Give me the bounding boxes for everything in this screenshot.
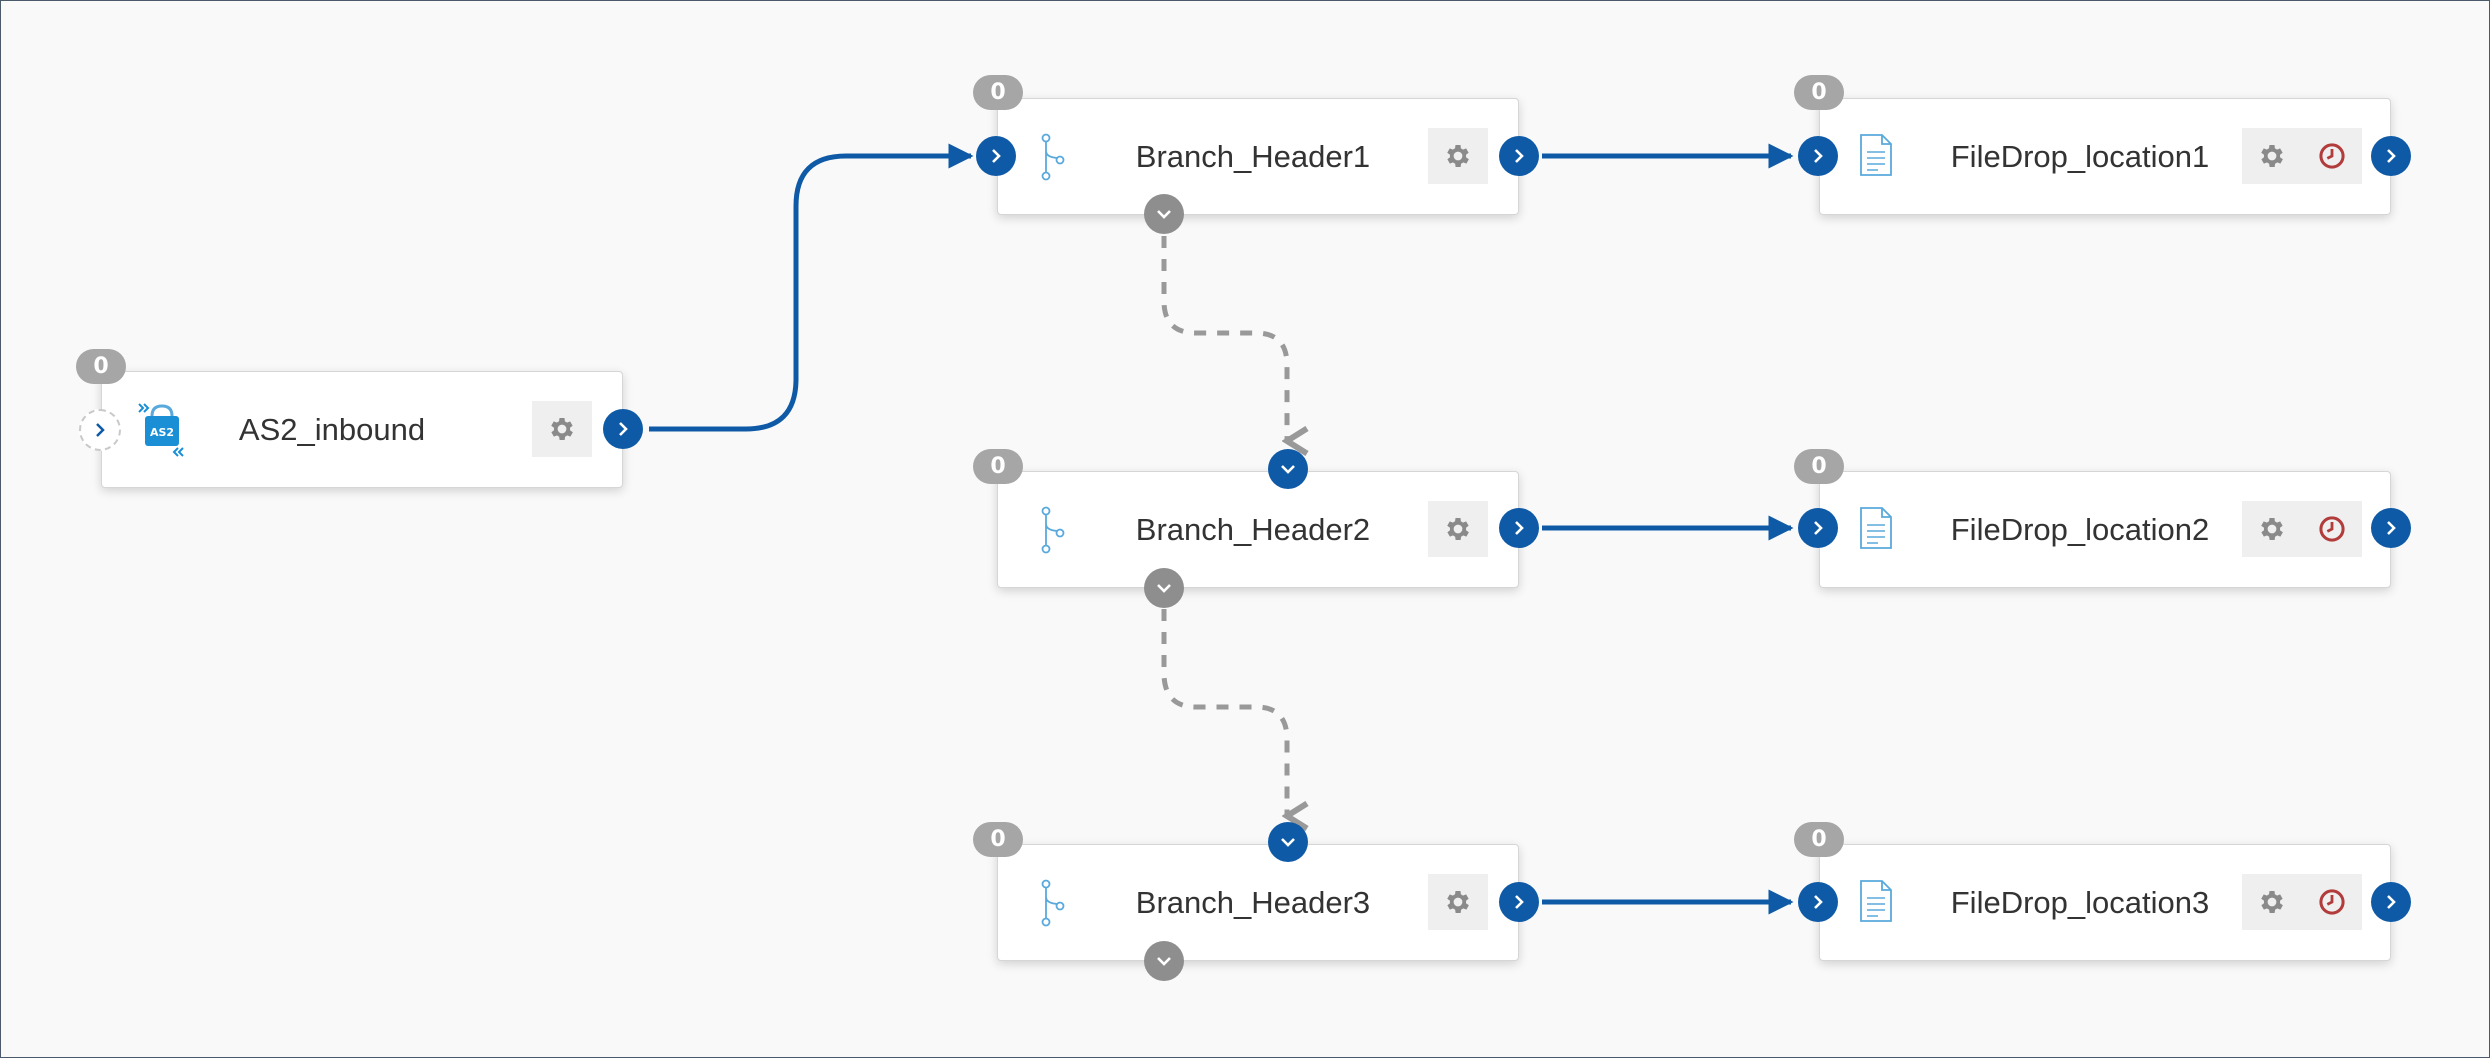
chevron-down-icon: [1157, 210, 1171, 219]
node-as2-inbound[interactable]: AS2 AS2_inbound: [101, 371, 623, 488]
settings-button[interactable]: [1428, 128, 1488, 184]
dashed-branch2-to-branch3: [1161, 609, 1287, 816]
chevron-right-icon: [619, 422, 628, 436]
branch-icon: [1038, 133, 1068, 181]
clock-icon: [2319, 889, 2345, 915]
chevron-right-icon: [2387, 149, 2396, 163]
gear-icon: [2261, 145, 2283, 167]
as2-lock-icon: AS2: [137, 400, 187, 458]
input-port[interactable]: [976, 136, 1016, 176]
output-port[interactable]: [2371, 882, 2411, 922]
node-filedrop-location2[interactable]: FileDrop_location2: [1819, 471, 2391, 588]
clock-icon: [2319, 143, 2345, 169]
chevron-right-icon: [2387, 521, 2396, 535]
chevron-right-icon: [1814, 521, 1823, 535]
chevron-right-icon: [96, 423, 105, 437]
file-icon: [1858, 879, 1894, 923]
expand-toggle[interactable]: [1144, 568, 1184, 608]
input-port[interactable]: [1798, 508, 1838, 548]
schedule-button[interactable]: [2302, 874, 2362, 930]
chevron-down-icon: [1157, 584, 1171, 593]
gear-icon: [2261, 891, 2283, 913]
message-count-badge: 0: [76, 349, 126, 384]
node-label: FileDrop_location1: [1950, 138, 2210, 174]
message-count-badge: 0: [973, 449, 1023, 484]
branch-icon: [1038, 879, 1068, 927]
settings-button[interactable]: [1428, 501, 1488, 557]
chevron-right-icon: [2387, 895, 2396, 909]
clock-icon: [2319, 516, 2345, 542]
node-label: AS2_inbound: [238, 411, 426, 447]
chevron-right-icon: [1515, 895, 1524, 909]
gear-icon: [2261, 518, 2283, 540]
dashed-branch1-to-branch2: [1161, 236, 1287, 441]
chevron-right-icon: [1515, 149, 1524, 163]
node-label: Branch_Header1: [1135, 138, 1371, 174]
gear-icon: [1447, 518, 1469, 540]
settings-button[interactable]: [1428, 874, 1488, 930]
node-label: Branch_Header3: [1135, 884, 1371, 920]
message-count-badge: 0: [1794, 75, 1844, 110]
output-port[interactable]: [1499, 882, 1539, 922]
output-port[interactable]: [1499, 136, 1539, 176]
input-port[interactable]: [79, 409, 121, 451]
node-branch-header3[interactable]: Branch_Header3: [997, 844, 1519, 961]
file-icon: [1858, 506, 1894, 550]
chevron-down-icon: [1157, 957, 1171, 966]
input-port[interactable]: [1798, 882, 1838, 922]
file-icon: [1858, 133, 1894, 177]
node-branch-header1[interactable]: Branch_Header1: [997, 98, 1519, 215]
wire-as2-to-branch1: [649, 143, 974, 432]
node-filedrop-location3[interactable]: FileDrop_location3: [1819, 844, 2391, 961]
chevron-right-icon: [992, 149, 1001, 163]
input-port[interactable]: [1798, 136, 1838, 176]
node-branch-header2[interactable]: Branch_Header2: [997, 471, 1519, 588]
node-label: Branch_Header2: [1135, 511, 1371, 547]
node-label: FileDrop_location2: [1950, 511, 2210, 547]
settings-button[interactable]: [2242, 128, 2302, 184]
message-count-badge: 0: [1794, 822, 1844, 857]
schedule-button[interactable]: [2302, 128, 2362, 184]
chevron-down-icon: [1281, 838, 1295, 847]
node-label: FileDrop_location3: [1950, 884, 2210, 920]
output-port[interactable]: [2371, 508, 2411, 548]
message-count-badge: 0: [973, 822, 1023, 857]
input-port-top[interactable]: [1268, 449, 1308, 489]
schedule-button[interactable]: [2302, 501, 2362, 557]
output-port[interactable]: [2371, 136, 2411, 176]
output-port[interactable]: [603, 409, 643, 449]
input-port-top[interactable]: [1268, 822, 1308, 862]
chevron-right-icon: [1814, 149, 1823, 163]
settings-button[interactable]: [2242, 874, 2302, 930]
expand-toggle[interactable]: [1144, 194, 1184, 234]
node-filedrop-location1[interactable]: FileDrop_location1: [1819, 98, 2391, 215]
chevron-down-icon: [1281, 465, 1295, 474]
output-port[interactable]: [1499, 508, 1539, 548]
branch-icon: [1038, 506, 1068, 554]
chevron-right-icon: [1515, 521, 1524, 535]
expand-toggle[interactable]: [1144, 941, 1184, 981]
message-count-badge: 0: [973, 75, 1023, 110]
gear-icon: [1447, 145, 1469, 167]
gear-icon: [551, 418, 573, 440]
message-count-badge: 0: [1794, 449, 1844, 484]
settings-button[interactable]: [2242, 501, 2302, 557]
gear-icon: [1447, 891, 1469, 913]
chevron-right-icon: [1814, 895, 1823, 909]
as2-icon-text: AS2: [150, 426, 174, 439]
settings-button[interactable]: [532, 401, 592, 457]
